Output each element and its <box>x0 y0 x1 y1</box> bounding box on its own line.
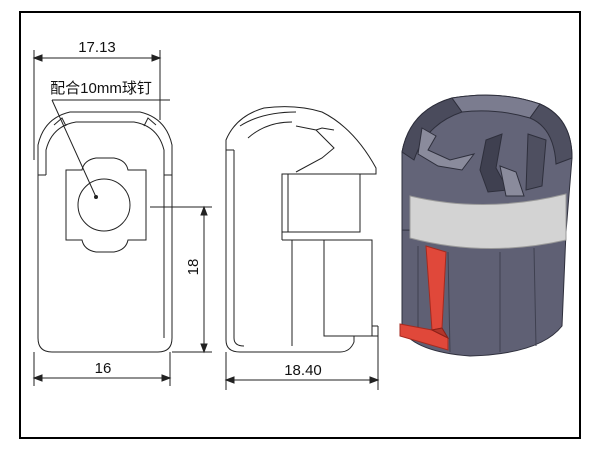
ball-stud-note: 配合10mm球钉 <box>50 80 152 97</box>
front-view-socket <box>65 157 147 253</box>
dimension-side-depth-label: 18.40 <box>284 362 322 379</box>
front-view-outline <box>37 111 173 353</box>
dimension-top-width-label: 17.13 <box>78 39 116 56</box>
note-leader-line <box>51 99 97 198</box>
front-view-ball-seat <box>77 178 131 232</box>
dimension-side-depth <box>224 336 380 390</box>
side-view-wedge <box>295 125 335 173</box>
dimension-top-width <box>32 50 162 160</box>
dimension-height-label: 18 <box>185 259 202 276</box>
side-view-outline <box>225 106 377 233</box>
dimension-bottom-width <box>32 352 172 386</box>
dimension-bottom-width-label: 16 <box>95 360 112 377</box>
side-view-upper-slot <box>281 173 361 233</box>
iso-band <box>409 193 567 250</box>
isometric-view <box>399 94 573 357</box>
dimension-height <box>150 205 212 354</box>
side-view <box>225 106 379 353</box>
front-view <box>37 99 173 353</box>
front-view-inner-contour <box>45 121 165 338</box>
